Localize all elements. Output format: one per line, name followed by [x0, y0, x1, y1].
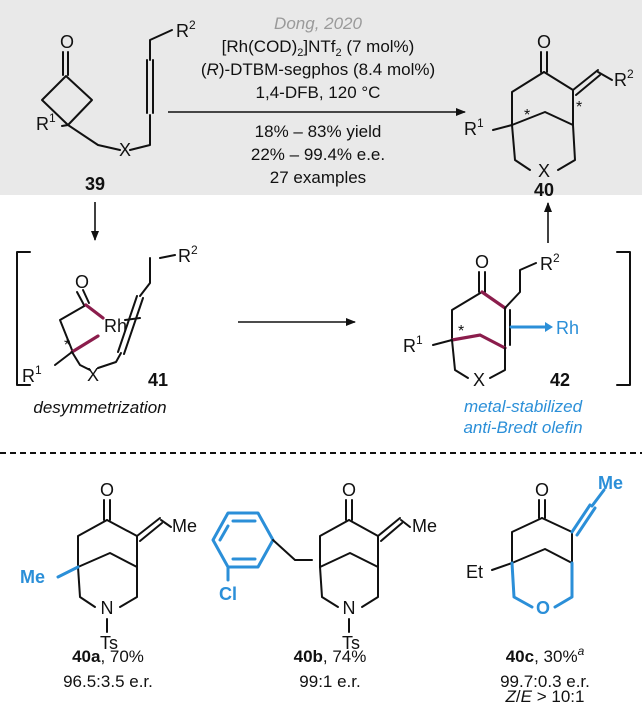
citation: Dong, 2020 — [274, 14, 362, 33]
result-40c-ze: Z/E > 10:1 — [505, 687, 585, 704]
example-40a: O Me Me N Ts 40a, 70% 96.5:3.5 e.r. — [20, 480, 197, 691]
result-40a-er: 96.5:3.5 e.r. — [63, 672, 153, 691]
caption-line1: metal-stabilized — [464, 397, 583, 416]
aryl-ring — [211, 511, 275, 569]
yield-range: 18% – 83% yield — [255, 122, 382, 141]
stereocenter-mark: * — [576, 99, 582, 116]
compound-39: O R2 R1 X 39 — [36, 18, 196, 194]
result-40b-yield: 40b, 74% — [294, 647, 367, 666]
r1-label: R1 — [464, 116, 484, 139]
example-count: 27 examples — [270, 168, 366, 187]
oxane-ring — [510, 561, 574, 609]
caption-line2: anti-Bredt olefin — [463, 418, 582, 437]
methyl-label: Me — [412, 516, 437, 536]
x-label: X — [473, 370, 485, 390]
compound-number: 40 — [534, 180, 554, 200]
oxygen-label: O — [475, 252, 489, 272]
compound-number: 41 — [148, 370, 168, 390]
compound-number: 39 — [85, 174, 105, 194]
x-label: X — [87, 365, 99, 385]
r1-label: R1 — [22, 363, 42, 386]
example-40c: O Me Et O 40c, 30%a 99.7:0.3 e.r. Z/E > … — [466, 473, 623, 704]
methyl-label: Me — [598, 473, 623, 493]
x-label: X — [538, 161, 550, 181]
methyl-substituent-label: Me — [20, 567, 45, 587]
compound-number: 42 — [550, 370, 570, 390]
result-40b-er: 99:1 e.r. — [299, 672, 360, 691]
result-40c-er: 99.7:0.3 e.r. — [500, 672, 590, 691]
oxygen-label: O — [537, 32, 551, 52]
r2-label: R2 — [176, 18, 196, 41]
stereocenter-mark: * — [64, 337, 70, 354]
caption-desymmetrization: desymmetrization — [33, 398, 166, 417]
reaction-panel — [0, 0, 642, 195]
aryl-ring-inner — [218, 519, 257, 561]
oxygen-label: O — [100, 480, 114, 500]
rhodium-label: Rh — [104, 316, 127, 336]
ring-oxygen-label: O — [536, 598, 550, 618]
tosyl-label: Ts — [342, 633, 360, 653]
solvent-temperature: 1,4-DFB, 120 °C — [256, 83, 381, 102]
ethylidene-bond — [590, 488, 606, 508]
oxygen-label: O — [342, 480, 356, 500]
methyl-substituent-bond — [56, 565, 80, 579]
reaction-conditions: Dong, 2020 [Rh(COD)2]NTf2 (7 mol%) (R)-D… — [168, 14, 466, 187]
ee-range: 22% – 99.4% e.e. — [251, 145, 385, 164]
stereocenter-mark: * — [524, 107, 530, 124]
r2-label: R2 — [540, 251, 560, 274]
stereocenter-mark: * — [458, 323, 464, 340]
intermediate-41: O Rh R2 * R1 X 41 desymmetrization — [22, 243, 198, 417]
x-label: X — [119, 140, 131, 160]
r2-label: R2 — [178, 243, 198, 266]
example-40b: Cl O Me N Ts 40b, 74% 99:1 e.r. — [211, 480, 437, 691]
methyl-label: Me — [172, 516, 197, 536]
oxygen-label: O — [60, 32, 74, 52]
ethylidene-double-bond — [570, 503, 597, 537]
bracket-right — [616, 251, 631, 386]
intermediate-42: O R2 * R1 X Rh 42 metal-stabilized anti-… — [403, 251, 583, 437]
ligand-line: (R)-DTBM-segphos (8.4 mol%) — [201, 60, 435, 79]
nitrogen-label: N — [343, 598, 356, 618]
rhodium-label: Rh — [556, 318, 579, 338]
r1-label: R1 — [403, 333, 423, 356]
chlorine-label: Cl — [219, 584, 237, 604]
result-40a-yield: 40a, 70% — [72, 647, 144, 666]
r2-label: R2 — [614, 67, 634, 90]
oxygen-label: O — [75, 272, 89, 292]
compound-40: O R2 R1 * * X 40 — [464, 32, 634, 200]
nitrogen-label: N — [101, 598, 114, 618]
ethyl-label: Et — [466, 562, 483, 582]
bracket-left — [16, 251, 31, 386]
catalyst-line: [Rh(COD)2]NTf2 (7 mol%) — [222, 37, 415, 59]
result-40c-yield: 40c, 30%a — [506, 644, 585, 666]
oxygen-label: O — [535, 480, 549, 500]
r1-label: R1 — [36, 111, 56, 134]
tosyl-label: Ts — [100, 633, 118, 653]
